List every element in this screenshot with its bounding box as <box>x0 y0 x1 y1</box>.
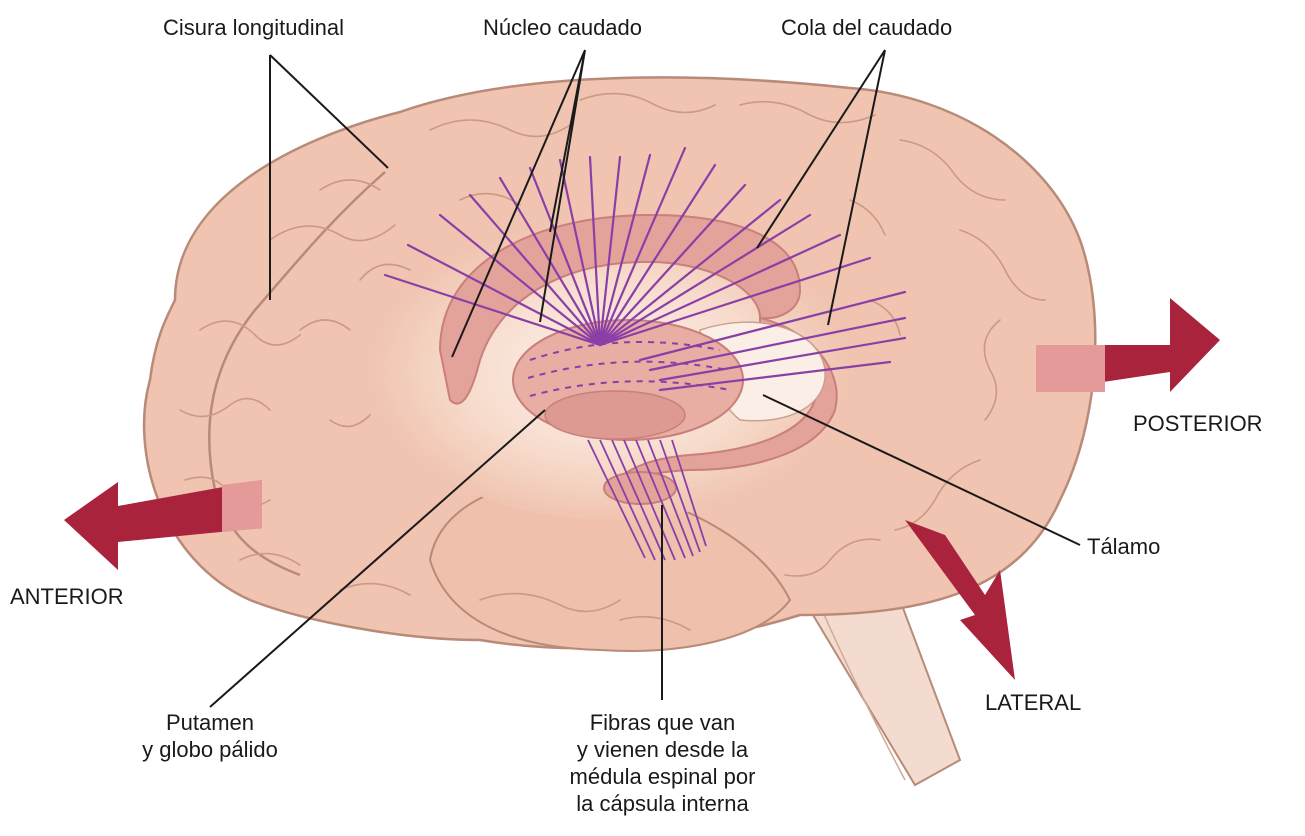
leader-caudado <box>451 49 586 358</box>
leader-cola <box>756 49 886 326</box>
label-caudate-nucleus: Núcleo caudado <box>483 15 643 40</box>
label-caudate-tail: Cola del caudado <box>781 15 953 40</box>
anterior-arrow <box>64 480 262 570</box>
leader-talamo <box>762 394 1081 546</box>
hemisphere-medial-edge <box>208 171 386 577</box>
posterior-arrow <box>1036 298 1220 392</box>
label-fibers: Fibras que van y vienen desde la médula … <box>569 710 756 817</box>
label-posterior: POSTERIOR <box>1133 411 1263 436</box>
leader-cisura <box>269 54 389 300</box>
lateral-arrow <box>905 520 1015 680</box>
descending-fibers <box>587 439 707 561</box>
putamen-fibers <box>527 341 731 397</box>
globus-pallidus <box>544 390 686 440</box>
label-putamen: Putamen y globo pálido <box>142 710 278 763</box>
label-lateral: LATERAL <box>985 690 1082 715</box>
label-thalamus: Tálamo <box>1087 534 1161 559</box>
leader-putamen <box>209 409 546 708</box>
label-longitudinal-fissure: Cisura longitudinal <box>163 15 344 40</box>
label-anterior: ANTERIOR <box>10 584 124 609</box>
leader-lines <box>209 49 1081 708</box>
